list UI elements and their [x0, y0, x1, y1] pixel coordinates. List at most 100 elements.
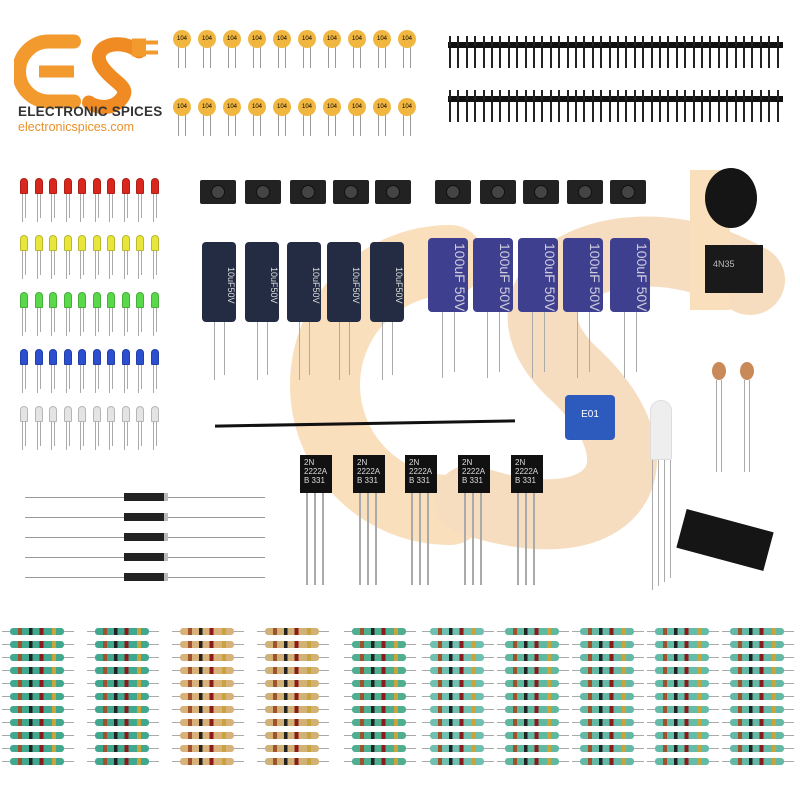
led-leg — [109, 422, 110, 450]
electrolytic-capacitor-100uf: 100uF 50V — [518, 238, 558, 312]
header-pin — [625, 36, 628, 46]
header-pin — [751, 90, 754, 100]
header-pin — [633, 90, 636, 100]
header-pin — [675, 48, 678, 68]
led-leg — [138, 194, 139, 222]
electrolytic-capacitor-10uf: 10uF50V — [327, 242, 361, 322]
resistor — [655, 732, 709, 739]
led-leg — [39, 422, 41, 446]
ldr — [712, 362, 726, 380]
ldr-leg — [744, 380, 745, 472]
capacitor-leg — [487, 312, 488, 378]
transistor-leg — [419, 493, 421, 585]
header-pin — [583, 90, 586, 100]
ceramic-capacitor-leg — [303, 46, 304, 68]
resistor — [730, 719, 784, 726]
led — [150, 292, 159, 308]
electrolytic-capacitor-10uf: 10uF50V — [202, 242, 236, 322]
resistor — [730, 628, 784, 635]
capacitor-leg — [636, 312, 637, 372]
header-pin — [650, 48, 653, 68]
led-leg — [152, 308, 154, 336]
ceramic-capacitor-leg — [260, 46, 261, 68]
led — [20, 292, 28, 308]
header-pin — [524, 36, 527, 46]
header-pin — [591, 102, 594, 122]
ceramic-capacitor-leg — [328, 46, 329, 68]
led-leg — [155, 365, 157, 389]
resistor — [730, 641, 784, 648]
electrolytic-capacitor-100uf: 100uF 50V — [610, 238, 650, 312]
resistor — [655, 654, 709, 661]
ceramic-capacitor: 104 — [248, 30, 266, 48]
header-pin — [575, 90, 577, 100]
header-pin — [751, 36, 754, 46]
led-leg — [36, 365, 38, 393]
header-pin — [776, 102, 779, 122]
ceramic-capacitor-leg — [403, 46, 404, 68]
resistor — [180, 719, 234, 726]
resistor — [430, 667, 484, 674]
led — [34, 406, 43, 422]
resistor — [95, 758, 149, 765]
header-pin — [684, 48, 687, 68]
resistor — [505, 706, 559, 713]
led-leg — [155, 422, 157, 446]
tactile-button — [375, 180, 411, 204]
resistor — [10, 758, 64, 765]
header-pin — [759, 48, 762, 68]
capacitor-leg — [267, 320, 268, 375]
ceramic-capacitor-leg — [253, 46, 254, 68]
header-pin — [591, 90, 594, 100]
led — [63, 178, 72, 194]
resistor — [180, 641, 234, 648]
led-leg — [51, 308, 52, 336]
led — [107, 292, 115, 308]
transistor-marking: 2222A — [357, 467, 381, 476]
resistor — [430, 654, 484, 661]
tactile-button — [245, 180, 281, 204]
header-pin — [625, 90, 628, 100]
transistor-marking: B 331 — [462, 476, 483, 485]
led-leg — [138, 251, 139, 279]
ceramic-capacitor: 104 — [173, 98, 191, 116]
header-pin — [692, 102, 695, 122]
led-leg — [97, 422, 99, 446]
ceramic-capacitor-leg — [303, 114, 304, 136]
resistor — [352, 719, 406, 726]
led-leg — [83, 251, 84, 275]
led — [136, 178, 144, 194]
resistor — [505, 732, 559, 739]
diode — [124, 573, 168, 581]
ceramic-capacitor-leg — [385, 114, 386, 136]
led-leg — [152, 251, 154, 279]
resistor — [10, 719, 64, 726]
pin-header — [448, 42, 783, 48]
led-leg — [36, 251, 38, 279]
resistor — [505, 758, 559, 765]
electrolytic-capacitor-10uf: 10uF50V — [245, 242, 279, 322]
led — [92, 406, 101, 422]
led — [49, 349, 57, 365]
led — [121, 406, 130, 422]
led-leg — [94, 251, 96, 279]
resistor — [265, 667, 319, 674]
resistor — [265, 628, 319, 635]
tactile-button — [290, 180, 326, 204]
led-leg — [97, 194, 99, 218]
led — [20, 406, 28, 422]
header-pin — [743, 36, 745, 46]
header-pin — [734, 90, 737, 100]
header-pin — [533, 48, 535, 68]
header-pin — [701, 48, 703, 68]
led-leg — [126, 308, 128, 332]
buzzer — [705, 168, 757, 228]
led — [136, 292, 144, 308]
resistor — [505, 667, 559, 674]
resistor — [10, 667, 64, 674]
led — [150, 406, 159, 422]
transistor-leg — [517, 493, 519, 585]
transistor-marking: 2N — [462, 458, 473, 467]
resistor — [580, 732, 634, 739]
